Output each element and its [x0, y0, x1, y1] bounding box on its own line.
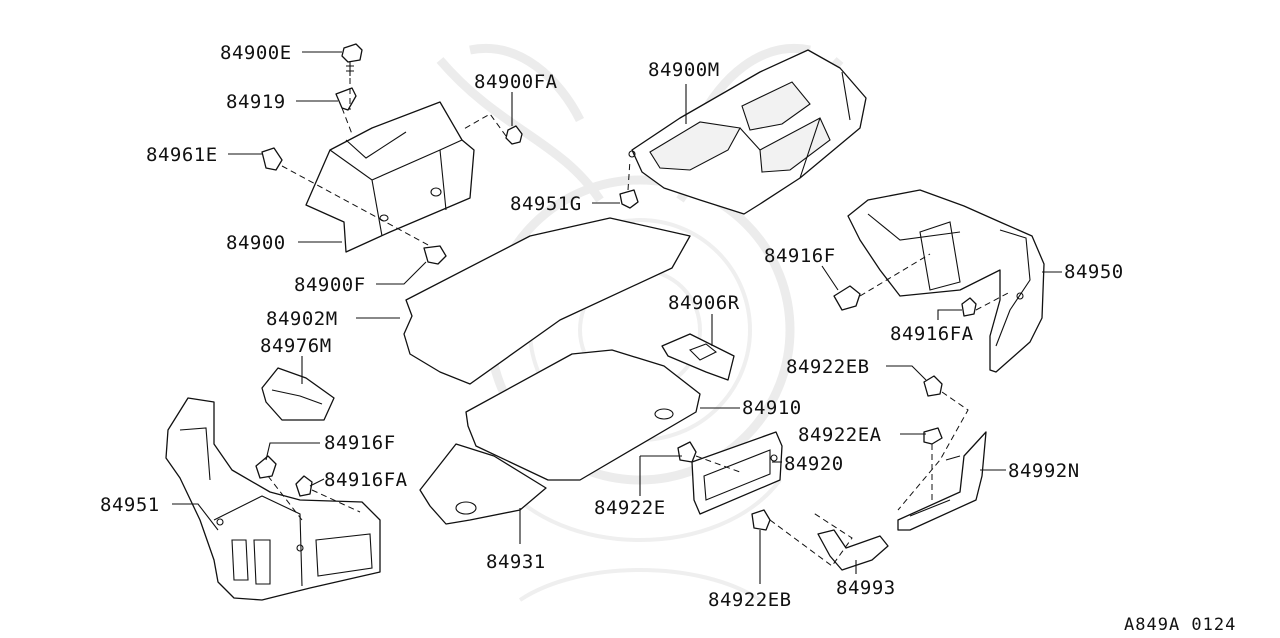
label-84902m: 84902M	[266, 308, 338, 330]
clip-84951g-part	[619, 189, 639, 209]
label-84922e: 84922E	[594, 497, 666, 519]
label-84931: 84931	[486, 551, 546, 573]
fastener-84922ea-part	[923, 427, 943, 445]
trunk-mat-84902m-part	[403, 217, 691, 385]
fastener-84922eb-bottom-part	[751, 509, 771, 531]
label-84922ea: 84922EA	[798, 424, 882, 446]
label-84916fa-left: 84916FA	[324, 469, 408, 491]
label-84910: 84910	[742, 397, 802, 419]
label-84900f: 84900F	[294, 274, 366, 296]
label-84920: 84920	[784, 453, 844, 475]
grommet-84961e-part	[261, 147, 283, 171]
diagram-code: A849A 0124	[1124, 615, 1236, 635]
label-84900e: 84900E	[220, 42, 292, 64]
label-84916fa-right: 84916FA	[890, 323, 974, 345]
assembly-lines	[267, 78, 1011, 567]
screw-84900f-part	[423, 245, 447, 265]
label-84951g: 84951G	[510, 193, 582, 215]
label-84900m: 84900M	[648, 59, 720, 81]
fastener-84916fa-right-part	[961, 297, 977, 317]
floor-board-84910-part	[465, 349, 701, 481]
side-finisher-84951-part	[165, 397, 381, 601]
side-finisher-84950-part	[847, 189, 1045, 373]
part-labels: 84900E 84919 84900FA 84961E 84900 84900F…	[100, 42, 1124, 611]
label-84961e: 84961E	[146, 144, 218, 166]
trunk-lid-finisher-84900m-part	[628, 49, 867, 215]
label-84922eb-bottom: 84922EB	[708, 589, 792, 611]
fastener-84916fa-left-part	[295, 475, 313, 497]
clip-84900e-part	[341, 43, 363, 76]
clip-84919-part	[335, 87, 357, 111]
label-84916f-right: 84916F	[764, 245, 836, 267]
finisher-84906r-part	[661, 333, 735, 381]
leader-lines	[172, 51, 1062, 584]
label-84993: 84993	[836, 577, 896, 599]
bracket-84992n-part	[897, 431, 987, 531]
label-84900: 84900	[226, 232, 286, 254]
label-84906r: 84906R	[668, 292, 740, 314]
bracket-84993-part	[817, 529, 889, 571]
label-84951: 84951	[100, 494, 160, 516]
label-84919: 84919	[226, 91, 286, 113]
label-84922eb-top: 84922EB	[786, 356, 870, 378]
trunk-finisher-84900-part	[305, 101, 475, 253]
pocket-84976m-part	[261, 367, 335, 421]
label-84916f-left: 84916F	[324, 432, 396, 454]
sill-plate-84920-part	[691, 431, 783, 515]
fastener-84922eb-top-part	[923, 375, 943, 397]
screw-84900fa-part	[505, 125, 523, 145]
label-84976m: 84976M	[260, 335, 332, 357]
label-84992n: 84992N	[1008, 460, 1080, 482]
fastener-84916f-right-part	[833, 285, 861, 311]
label-84950: 84950	[1064, 261, 1124, 283]
label-84900fa: 84900FA	[474, 71, 558, 93]
fastener-84922e-part	[677, 441, 697, 463]
